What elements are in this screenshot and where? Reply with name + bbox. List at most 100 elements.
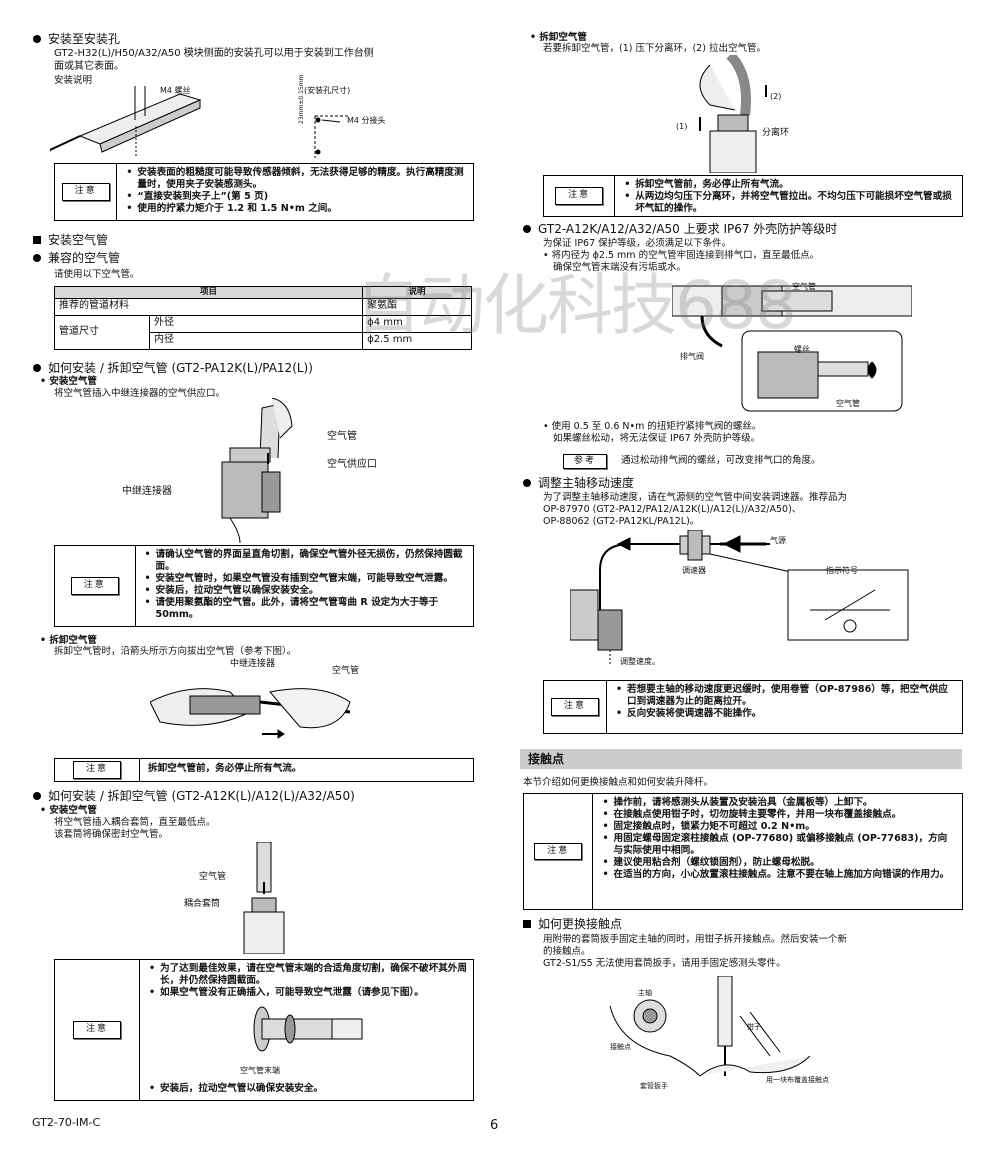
- tube-end-diagram: [253, 1006, 363, 1052]
- note-item: 请确认空气管的界面呈直角切割，确保空气管外径无损伤，仍然保持圆截面。: [145, 549, 467, 573]
- label-socket-wrench: 套管扳手: [640, 1082, 668, 1090]
- pa12-text: 将空气管插入中继连接器的空气供应口。: [54, 388, 226, 399]
- label-screw: 螺丝: [794, 345, 810, 354]
- remove1-sub: • 拆卸空气管: [40, 635, 97, 646]
- ip67-text-line1: 为保证 IP67 保护等级，必须满足以下条件。: [543, 238, 732, 249]
- torque-text-line2: 如果螺丝松动，将无法保证 IP67 外壳防护等级。: [553, 432, 761, 444]
- speed-text: 为了调整主轴移动速度，请在气源侧的空气管中间安装调速器。推荐品为 OP-8797…: [543, 492, 847, 528]
- replace-heading: 如何更换接触点: [523, 917, 622, 932]
- label-symbol: 指示符号: [826, 566, 858, 575]
- replace-text-line3: GT2-S1/S5 无法使用套筒扳手，请用手固定感测头零件。: [543, 957, 786, 969]
- replace-text-line2: 的接触点。: [543, 945, 591, 957]
- ip67-text-line3: 确保空气管末端没有污垢或水。: [553, 261, 687, 273]
- label-cloth: 用一块布覆盖接触点: [766, 1076, 829, 1084]
- speed-text-line2: OP-87970 (GT2-PA12/PA12/A12K(L)/A12(L)/A…: [543, 503, 802, 515]
- note-item: 从两边均匀压下分离环，并将空气管拉出。不均匀压下可能损坏空气管或损坏气缸的操作。: [624, 191, 956, 215]
- a12-text: 将空气管插入耦合套筒，直至最低点。 该套筒将确保密封空气管。: [54, 817, 216, 841]
- label-adjust-speed: 调整速度。: [620, 657, 660, 666]
- replace-text: 用附带的套筒扳手固定主轴的同时，用钳子拆开接触点。然后安装一个新 的接触点。 G…: [543, 934, 961, 970]
- mount-text-line1: GT2-H32(L)/H50/A32/A50 模块侧面的安装孔可以用于安装到工作…: [54, 48, 374, 59]
- note-item: 用固定螺母固定滚柱接触点 (OP-77680) 或偏移接触点 (OP-77683…: [602, 833, 956, 857]
- note-install-pa12: 注意 请确认空气管的界面呈直角切割，确保空气管外径无损伤，仍然保持圆截面。 安装…: [54, 545, 474, 627]
- label-contact-point: 接触点: [610, 1043, 631, 1051]
- note-install-a12: 注意 为了达到最佳效果，请在空气管末端的合适角度切割，确保不破坏其外周长，并仍然…: [54, 959, 474, 1101]
- coupling-diagram: [243, 842, 285, 954]
- air-tube-heading: 安装空气管: [33, 233, 108, 248]
- note-item-link[interactable]: “直接安装到夹子上”(第 5 页): [126, 191, 467, 203]
- note-item: 若想要主轴的移动速度更迟缓时，使用卷管（OP-87986）等，把空气供应口到调速…: [616, 684, 956, 708]
- speed-text-line3: OP-88062 (GT2-PA12KL/PA12L)。: [543, 515, 700, 527]
- note-label: 注意: [550, 698, 599, 716]
- note-label: 注意: [70, 577, 119, 595]
- label-hole-size: (安装孔尺寸): [304, 86, 351, 95]
- label-shaft: 主轴: [638, 989, 652, 997]
- note-item: 反向安装将使调速器不能操作。: [616, 708, 956, 720]
- note-remove-pa12: 注意 拆卸空气管前，务必停止所有气流。: [54, 758, 474, 782]
- label-step-1: (1): [676, 122, 688, 131]
- label-air-tube-5: 空气管: [836, 399, 860, 408]
- regulator-diagram: [570, 530, 909, 666]
- pa12-sub-text: 安装空气管: [49, 376, 97, 387]
- remove2-sub: • 拆卸空气管: [530, 32, 587, 43]
- separation-ring-diagram: [699, 55, 767, 173]
- table-header-item: 项目: [53, 286, 364, 299]
- table-cell: 推荐的管道材料: [53, 297, 364, 316]
- note-remove-a12: 注意 拆卸空气管前，务必停止所有气流。 从两边均匀压下分离环，并将空气管拉出。不…: [543, 175, 963, 217]
- label-exhaust-valve: 排气阀: [680, 352, 704, 361]
- note-item: 安装后，拉动空气管以确保安装安全。: [149, 1083, 323, 1095]
- note-label: 注意: [61, 183, 110, 201]
- pa12-sub: • 安装空气管: [40, 376, 97, 387]
- note-item: 安装空气管时，如果空气管没有插到空气管末端，可能导致空气泄露。: [145, 573, 467, 585]
- table-cell: 内径: [148, 331, 364, 350]
- note-label: 注意: [555, 187, 604, 205]
- note-contact: 注意 操作前，请将感测头从装置及安装治具（金属板等）上卸下。 在接触点使用钳子时…: [523, 793, 963, 910]
- note-item: 建议使用粘合剂（螺纹锁固剂），防止螺母松脱。: [602, 857, 956, 869]
- compat-text: 请使用以下空气管。: [54, 269, 140, 280]
- torque-text: • 使用 0.5 至 0.6 N•m 的扭矩拧紧排气阀的螺丝。 如果螺丝松动，将…: [543, 421, 761, 445]
- speed-heading: 调整主轴移动速度: [523, 476, 634, 491]
- label-air-tube-4: 空气管: [792, 282, 816, 291]
- a12-heading: 如何安装 / 拆卸空气管 (GT2-A12K(L)/A12(L)/A32/A50…: [33, 789, 355, 804]
- table-cell: 外径: [148, 314, 364, 333]
- label-supply-port: 空气供应口: [327, 459, 377, 470]
- label-pliers: 钳子: [747, 1023, 761, 1031]
- reference-label: 参考: [563, 454, 608, 470]
- mount-heading: 安装至安装孔: [33, 32, 120, 47]
- table-cell: 管道尺寸: [54, 314, 150, 350]
- note-item: 安装表面的粗糙度可能导致传感器倾斜，无法获得足够的精度。执行高精度测量时，使用夹…: [126, 167, 467, 191]
- remove1-sub-text: 拆卸空气管: [49, 635, 97, 646]
- remove2-sub-text: 拆卸空气管: [539, 32, 587, 43]
- ip67-text-line2: • 将内径为 ϕ2.5 mm 的空气管牢固连接到排气口，直至最低点。: [543, 249, 820, 261]
- contact-intro: 本节介绍如何更换接触点和如何安装升降杆。: [523, 777, 714, 788]
- note-item: 使用的拧紧力矩介于 1.2 和 1.5 N•m 之间。: [126, 203, 467, 215]
- speed-text-line1: 为了调整主轴移动速度，请在气源侧的空气管中间安装调速器。推荐品为: [543, 492, 848, 503]
- mount-text: GT2-H32(L)/H50/A32/A50 模块侧面的安装孔可以用于安装到工作…: [54, 48, 474, 73]
- mount-diagram: [50, 86, 350, 158]
- note-item: 请使用聚氨酯的空气管。此外，请将空气管弯曲 R 设定为大于等于 50mm。: [145, 597, 467, 621]
- a12-sub-text: 安装空气管: [49, 805, 97, 816]
- note-item: 在适当的方向，小心放置滚柱接触点。注意不要在轴上施加方向错误的作用力。: [602, 869, 956, 881]
- label-air-tube-3: 空气管: [199, 872, 227, 882]
- label-step-2: (2): [770, 92, 782, 101]
- a12-sub: • 安装空气管: [40, 805, 97, 816]
- note-item: 在接触点使用钳子时，切勿旋转主要零件，并用一块布覆盖接触点。: [602, 809, 956, 821]
- label-separation-ring: 分离环: [762, 128, 790, 138]
- label-relay-connector-2: 中继连接器: [230, 659, 276, 669]
- label-tube-end: 空气管末端: [240, 1066, 280, 1075]
- tube-spec-table: 项目 说明 推荐的管道材料 聚氨酯 管道尺寸 外径 ϕ4 mm 内径 ϕ2.5 …: [53, 286, 472, 350]
- ip67-heading: GT2-A12K/A12/A32/A50 上要求 IP67 外壳防护等级时: [523, 222, 837, 237]
- a12-text-line1: 将空气管插入耦合套筒，直至最低点。: [54, 817, 216, 828]
- note-label: 注意: [534, 842, 583, 861]
- replace-text-line1: 用附带的套筒扳手固定主轴的同时，用钳子拆开接触点。然后安装一个新: [543, 934, 848, 945]
- exhaust-valve-diagram: [672, 285, 912, 412]
- watermark: 自动化科技688: [355, 267, 797, 344]
- compat-heading: 兼容的空气管: [33, 251, 120, 266]
- replace-contact-diagram: [609, 976, 811, 1077]
- footer-code: GT2-70-IM-C: [32, 1116, 101, 1129]
- note-label: 注意: [72, 761, 121, 779]
- label-regulator: 调速器: [682, 566, 706, 575]
- mount-text-line2: 面或其它表面。: [54, 60, 124, 72]
- note-label: 注意: [72, 1021, 121, 1039]
- ip67-text: 为保证 IP67 保护等级，必须满足以下条件。 • 将内径为 ϕ2.5 mm 的…: [543, 238, 819, 274]
- mount-caption: 安装说明: [54, 75, 93, 86]
